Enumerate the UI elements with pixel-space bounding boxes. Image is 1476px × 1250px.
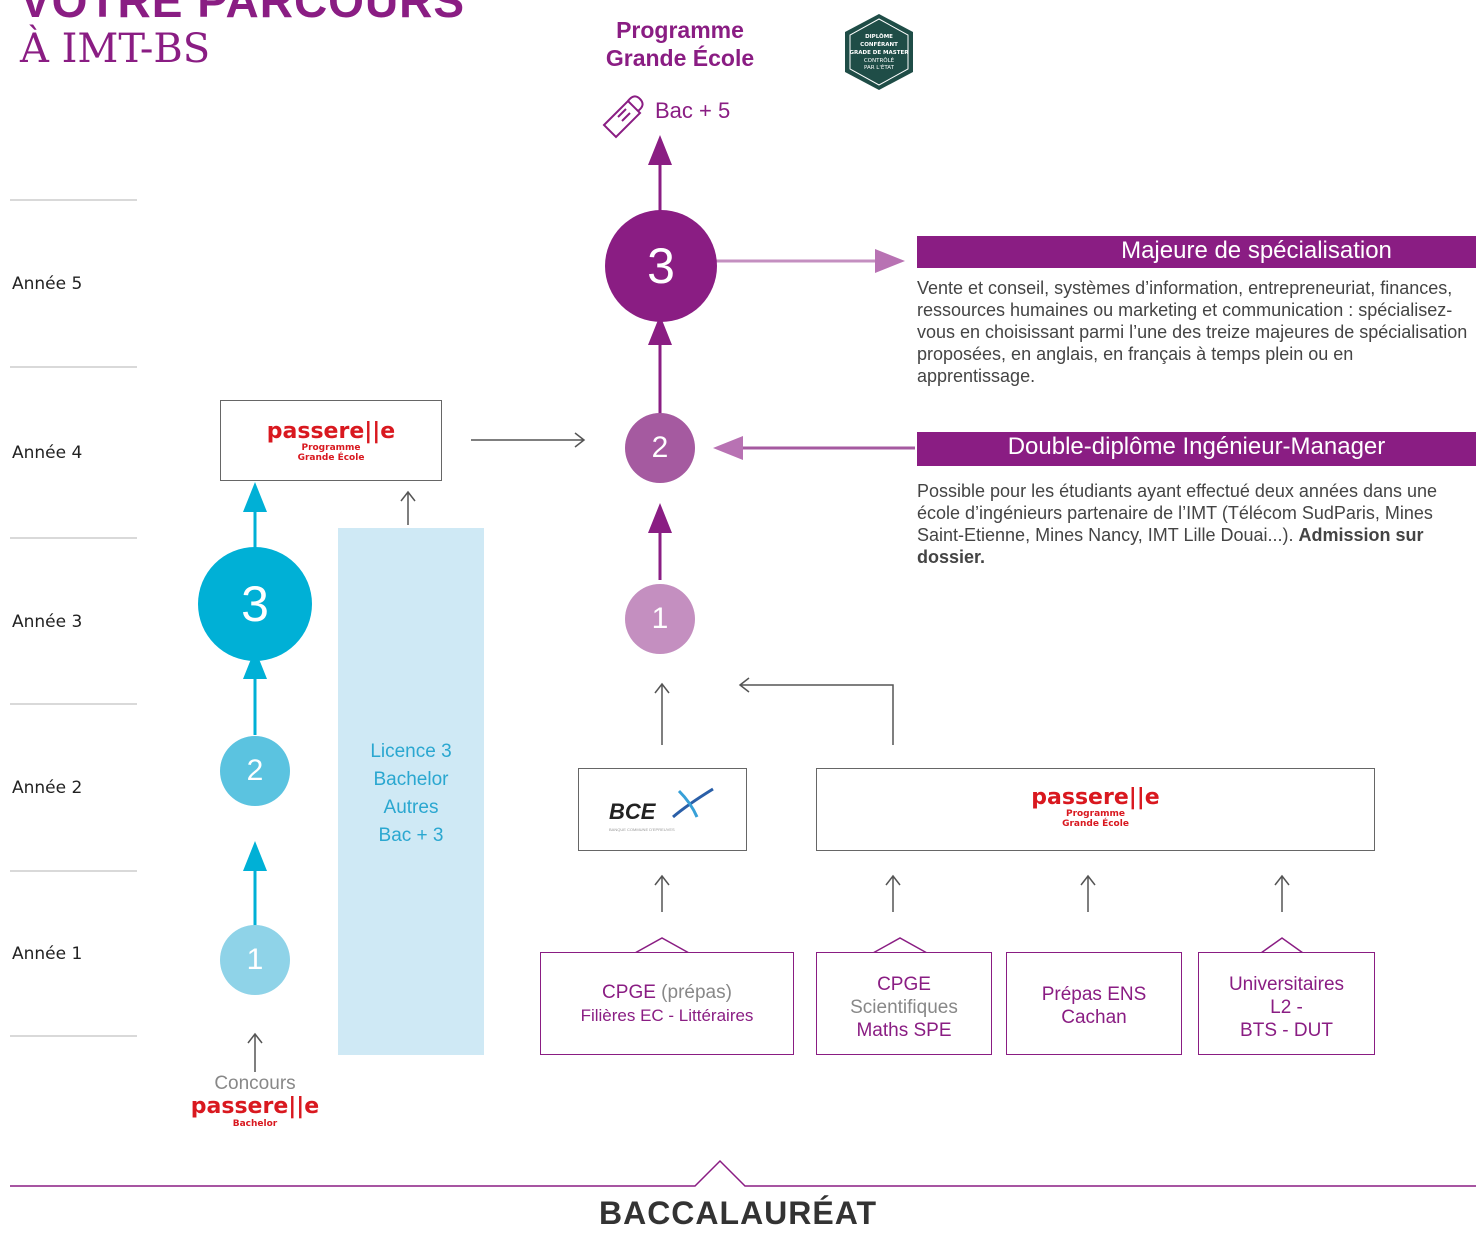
page-subtitle: À IMT-BS (20, 26, 211, 72)
pge-step-3: 3 (605, 210, 717, 322)
bachelor-step-2: 2 (220, 736, 290, 806)
licence-box: Licence 3 Bachelor Autres Bac + 3 (338, 528, 484, 1055)
passerelle-admission-box: passere||e Programme Grande École (816, 768, 1375, 851)
passerelle-logo: passere||e (1031, 785, 1160, 810)
bachelor-step-1: 1 (220, 925, 290, 995)
year-divider (10, 870, 137, 872)
majeure-text: Vente et conseil, systèmes d’information… (917, 278, 1468, 386)
year-divider (10, 703, 137, 705)
source-cpge-ec: CPGE (prépas) Filières EC - Littéraires (540, 952, 794, 1055)
bac5-label: Bac + 5 (655, 98, 731, 123)
bce-logo: BCE (609, 799, 656, 824)
svg-text:PAR L'ÉTAT: PAR L'ÉTAT (864, 63, 895, 71)
source-cpge-sci: CPGE Scientifiques Maths SPE (816, 952, 992, 1055)
source-prepas-ens: Prépas ENS Cachan (1006, 952, 1182, 1055)
pge-step-1: 1 (625, 584, 695, 654)
passerelle-logo: passere||e (266, 419, 396, 444)
year-divider (10, 1035, 137, 1037)
year-label-3: Année 3 (12, 612, 83, 632)
year-divider (10, 199, 137, 201)
year-label-1: Année 1 (12, 944, 83, 964)
pge-step-2: 2 (625, 413, 695, 483)
year-divider (10, 537, 137, 539)
master-grade-badge: DIPLÔME CONFÉRANT GRADE DE MASTER CONTRÔ… (845, 14, 913, 90)
baccalaureat-label: BACCALAURÉAT (598, 1195, 878, 1231)
svg-text:CONFÉRANT: CONFÉRANT (860, 40, 898, 48)
passerelle-pge-box: passere||e Programme Grande École (220, 400, 442, 481)
majeure-heading: Majeure de spécialisation (917, 236, 1476, 268)
year-divider (10, 366, 137, 368)
svg-text:CONTRÔLÉ: CONTRÔLÉ (864, 56, 895, 64)
passerelle-logo: passere||e (190, 1094, 320, 1119)
pge-title: Programme Grande École (605, 17, 755, 71)
source-universitaires: Universitaires L2 - BTS - DUT (1198, 952, 1375, 1055)
year-label-5: Année 5 (12, 274, 83, 294)
bce-swoosh-icon (672, 787, 714, 819)
concours-passerelle-bachelor: Concours passere||e Bachelor (190, 1073, 320, 1129)
bachelor-step-3: 3 (198, 547, 312, 661)
year-label-2: Année 2 (12, 778, 83, 798)
double-diplome-text: Possible pour les étudiants ayant effect… (917, 481, 1438, 567)
page-title: VOTRE PARCOURS (20, 0, 466, 27)
svg-text:GRADE DE MASTER: GRADE DE MASTER (850, 50, 910, 56)
bce-box: BCE BANQUE COMMUNE D'EPREUVES (578, 768, 747, 851)
svg-text:DIPLÔME: DIPLÔME (865, 33, 893, 40)
year-label-4: Année 4 (12, 443, 83, 463)
double-diplome-heading: Double-diplôme Ingénieur-Manager (917, 432, 1476, 466)
